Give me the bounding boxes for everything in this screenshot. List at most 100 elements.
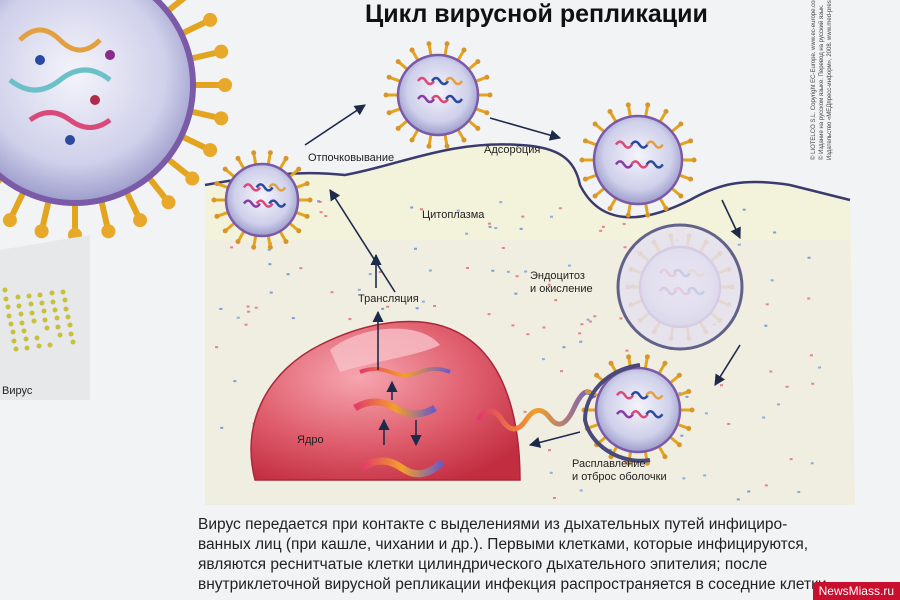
spike-head [283, 239, 289, 245]
molecule [599, 229, 603, 232]
particle [41, 308, 47, 314]
spike-head [582, 138, 588, 144]
spike-head [214, 111, 229, 126]
molecule [381, 307, 385, 310]
spike-head [101, 224, 116, 239]
spike-head [235, 239, 241, 245]
copyright-line: © LIOTELCO S.L. Copyright EC-Europe. www… [811, 0, 817, 160]
spike-head [409, 137, 415, 143]
molecule [807, 297, 811, 300]
particle [15, 294, 21, 300]
spike-head [645, 102, 651, 108]
particle [50, 299, 56, 305]
spike-head [251, 150, 257, 156]
spike-head [444, 143, 450, 149]
molecule [682, 477, 686, 480]
rna-segment [255, 183, 274, 192]
particle [42, 317, 48, 323]
spike-head [203, 143, 218, 158]
molecule [386, 305, 390, 308]
rna-segment [430, 94, 450, 104]
spike-head [185, 171, 200, 186]
label-translation: Трансляция [358, 293, 419, 305]
spike-head [211, 197, 217, 203]
particle [19, 320, 25, 326]
spike-head [214, 181, 220, 187]
nucleus-rna [353, 367, 451, 478]
molecule [219, 307, 223, 310]
molecule [762, 416, 766, 419]
label-endocytosis: Эндоцитоз и окисление [530, 270, 593, 296]
molecule [244, 323, 248, 326]
molecule [456, 209, 460, 212]
particle [44, 325, 50, 331]
spike-head [461, 47, 467, 53]
rna-segment [645, 391, 664, 400]
label-adsorption: Адсорбция [484, 144, 541, 156]
spike-head [676, 442, 682, 448]
rna-segment [645, 160, 664, 169]
spike-head [383, 92, 389, 98]
particle [2, 287, 8, 293]
molecule [737, 243, 741, 246]
molecule [267, 248, 271, 251]
spike-head [688, 176, 694, 182]
particle [8, 321, 14, 327]
molecule [625, 349, 629, 352]
spike-head [222, 228, 228, 234]
molecule [623, 246, 627, 249]
spike-head [484, 74, 490, 80]
molecule [719, 384, 723, 387]
rna-segment [430, 76, 450, 86]
spike-head [222, 166, 228, 172]
molecule [511, 324, 515, 327]
spike-head [267, 244, 273, 250]
rna-segment [444, 94, 464, 104]
molecule [579, 489, 583, 492]
molecule [580, 323, 584, 326]
cell-membrane [204, 143, 851, 219]
spike-head [296, 166, 302, 172]
spike-head [283, 155, 289, 161]
copyright-block: © LIOTELCO S.L. Copyright EC-Europe. www… [810, 0, 834, 160]
molecule [421, 300, 425, 303]
particle [62, 297, 68, 303]
molecule [773, 231, 777, 234]
spike-head [267, 150, 273, 156]
virion-budding [211, 150, 313, 250]
molecule [466, 266, 470, 269]
molecule [324, 215, 328, 218]
molecule [317, 200, 321, 203]
source-badge[interactable]: NewsMiass.ru [812, 582, 900, 600]
molecule [811, 382, 815, 385]
molecule [685, 395, 689, 398]
rna-segment [416, 94, 436, 104]
particle [21, 328, 27, 334]
particle [28, 301, 34, 307]
molecule [776, 403, 780, 406]
nucleus-highlight [330, 328, 440, 372]
spike-head [296, 228, 302, 234]
molecule [559, 370, 563, 373]
spike-head [426, 143, 432, 149]
particle [5, 304, 11, 310]
molecule [521, 215, 525, 218]
rna-segment [630, 160, 649, 169]
molecule [769, 370, 773, 373]
copyright-line: © Издание на русском языке. Перевод на р… [819, 4, 825, 160]
molecule [491, 269, 495, 272]
molecule [601, 225, 605, 228]
spike-head [626, 354, 632, 360]
molecule [419, 208, 423, 211]
particle [31, 318, 37, 324]
particle [3, 296, 9, 302]
molecule [514, 292, 518, 295]
molecule [501, 246, 505, 249]
particle [36, 343, 42, 349]
spike-head [475, 59, 481, 65]
label-endocytosis-line2: и окисление [530, 283, 593, 295]
spike-head [484, 110, 490, 116]
molecule [552, 496, 556, 499]
spike-head [203, 12, 218, 27]
spike-head [2, 213, 17, 228]
